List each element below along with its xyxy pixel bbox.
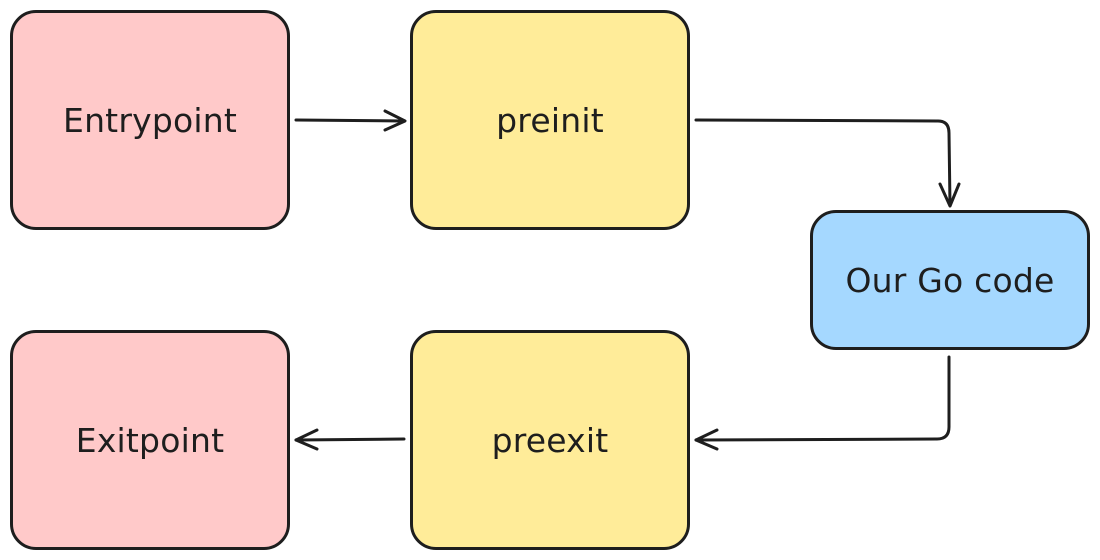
node-label-exitpoint: Exitpoint — [75, 420, 225, 460]
node-label-preexit: preexit — [491, 420, 609, 460]
node-entrypoint: Entrypoint — [10, 10, 290, 230]
arrow-preinit-to-go — [694, 118, 952, 207]
node-label-entrypoint: Entrypoint — [63, 100, 237, 140]
node-label-our-go-code: Our Go code — [845, 260, 1055, 300]
node-preexit: preexit — [410, 330, 690, 550]
node-preinit: preinit — [410, 10, 690, 230]
arrow-entry-to-preinit — [294, 118, 406, 123]
node-label-preinit: preinit — [496, 100, 604, 140]
node-exitpoint: Exitpoint — [10, 330, 290, 550]
arrow-go-to-preexit — [694, 355, 951, 442]
arrowhead-preexit — [694, 428, 719, 451]
arrowhead-preinit — [383, 109, 407, 132]
arrowhead-exitpoint — [294, 428, 319, 451]
arrowhead-go — [938, 182, 961, 208]
node-our-go-code: Our Go code — [810, 210, 1090, 350]
arrow-preexit-to-exit — [294, 437, 406, 442]
